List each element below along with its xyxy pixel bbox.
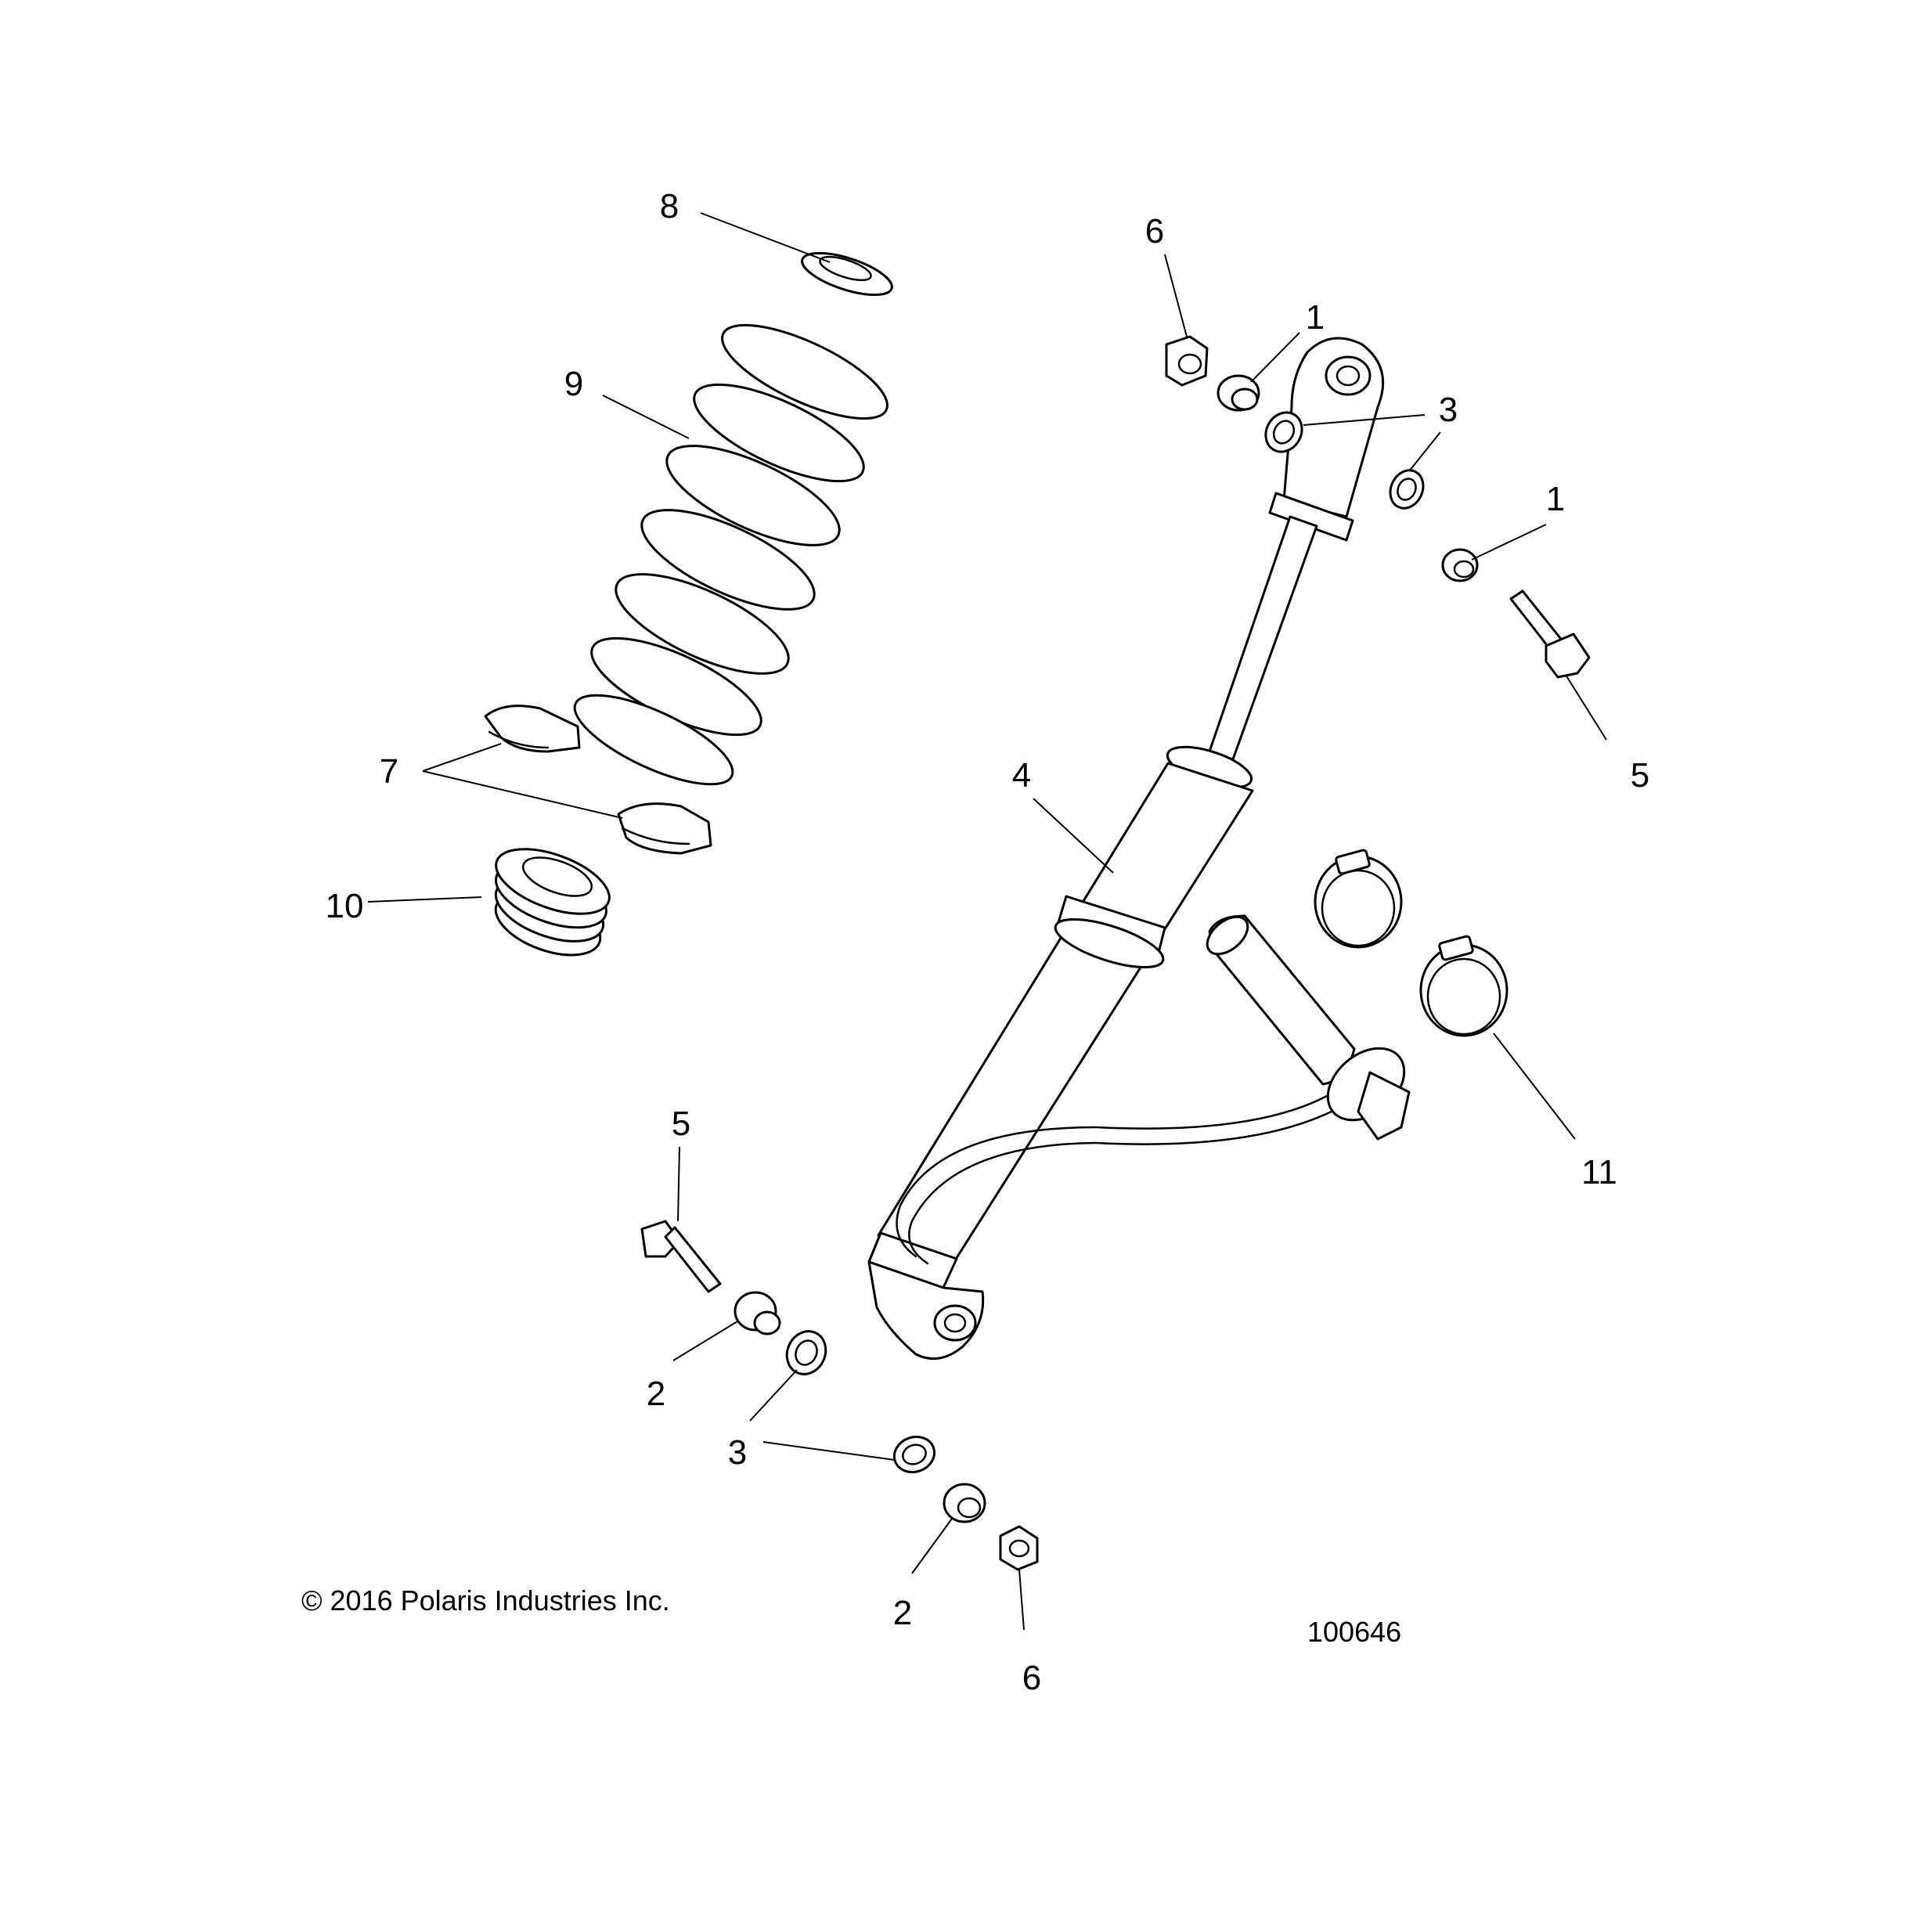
callout-11: 11 — [1581, 1153, 1617, 1191]
callout-4: 4 — [1012, 756, 1031, 795]
callout-2-lower-left: 2 — [647, 1375, 665, 1413]
callout-9: 9 — [564, 365, 583, 403]
shock-reservoir — [1206, 914, 1411, 1141]
part-1-bushing-upper-right — [1441, 548, 1479, 582]
copyright-text: © 2016 Polaris Industries Inc. — [301, 1584, 670, 1617]
part-10-bump-stop — [494, 848, 611, 957]
part-2-bushing-lower-left — [734, 1291, 781, 1335]
callout-2-lower-right: 2 — [893, 1594, 912, 1632]
callout-1-upper-right: 1 — [1546, 480, 1565, 518]
callout-6-lower: 6 — [1022, 1659, 1041, 1697]
part-9-coil-spring — [573, 323, 889, 786]
callout-labels: 8 9 7 10 4 6 1 3 1 5 11 5 2 3 2 6 — [326, 187, 1650, 1697]
part-3-washer-lower-1 — [785, 1330, 827, 1375]
callout-3-upper-1: 3 — [1439, 391, 1458, 429]
part-1-bushing-upper-left — [1217, 374, 1260, 412]
callout-5-lower: 5 — [672, 1105, 690, 1143]
callout-7: 7 — [380, 752, 398, 791]
reservoir-hose — [896, 1094, 1336, 1265]
part-7-spring-keeper-lower — [617, 802, 712, 855]
callout-8: 8 — [660, 187, 679, 225]
part-5-bolt-upper — [1509, 589, 1591, 679]
callout-1-upper-left: 1 — [1306, 298, 1325, 337]
part-3-washer-upper-2 — [1389, 469, 1425, 510]
part-3-washer-upper-1 — [1264, 411, 1303, 453]
part-11-hose-clamp-upper — [1314, 849, 1403, 949]
callout-6-upper: 6 — [1145, 212, 1164, 251]
part-2-bushing-lower-right — [943, 1483, 986, 1523]
leader-lines — [367, 212, 1607, 1631]
part-4-shock-absorber — [867, 337, 1385, 1361]
part-11-hose-clamp-lower — [1419, 935, 1508, 1037]
callout-3-lower-1: 3 — [728, 1433, 747, 1472]
drawing-number: 100646 — [1307, 1616, 1401, 1648]
part-7-spring-keeper-upper — [484, 705, 581, 753]
part-6-nut-upper — [1165, 335, 1209, 387]
part-3-washer-lower-2 — [892, 1435, 936, 1474]
callout-10: 10 — [326, 887, 364, 925]
callout-5-upper: 5 — [1631, 756, 1649, 795]
part-8-spring-retainer — [801, 251, 893, 297]
part-5-bolt-lower — [640, 1220, 722, 1293]
part-6-nut-lower — [999, 1525, 1039, 1571]
